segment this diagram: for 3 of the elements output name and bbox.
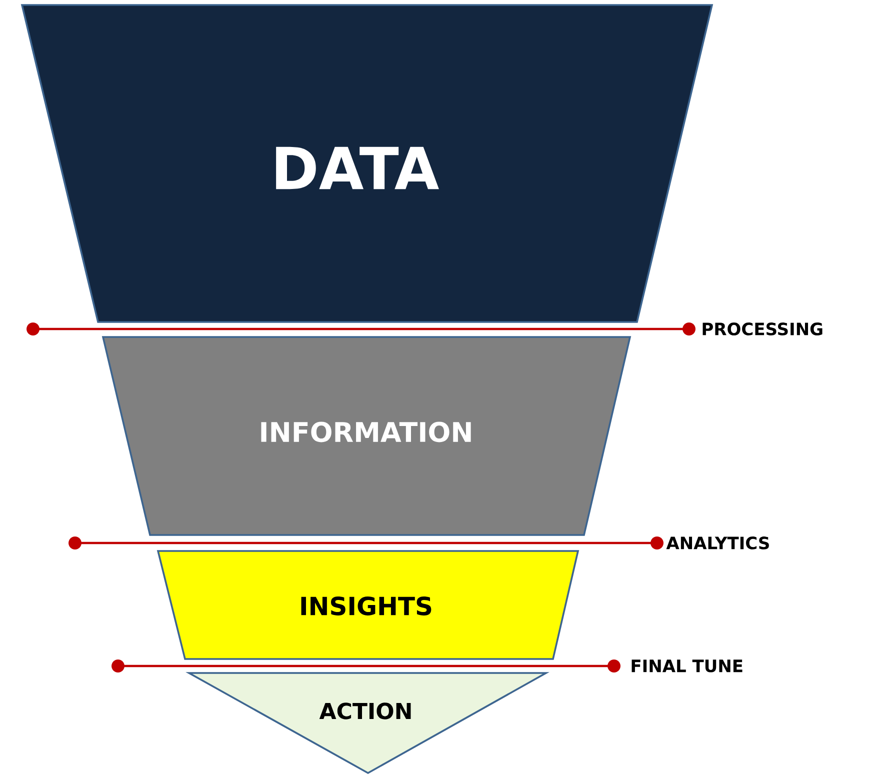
stage-label: PROCESSING	[702, 322, 822, 336]
stage-label: ANALYTICS	[666, 536, 769, 550]
stage-label: FINAL TUNE	[632, 660, 742, 672]
